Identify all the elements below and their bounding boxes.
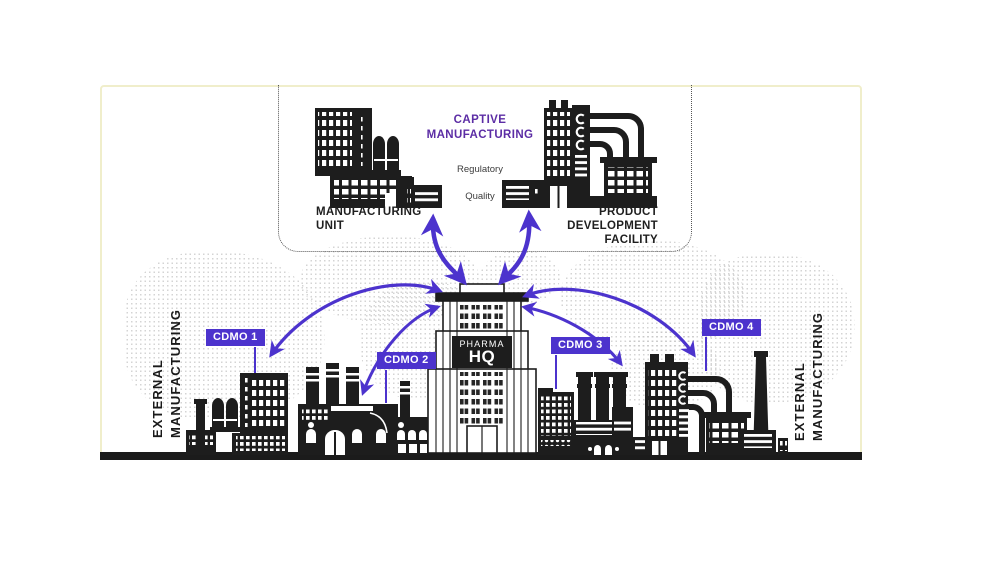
pharma-hq-building [427, 283, 537, 454]
pharma-hq-sign-line1: PHARMA [459, 339, 505, 349]
arrow-cdmo1-hq [269, 278, 443, 358]
cdmo4-building [645, 351, 788, 455]
manufacturing-unit-label: MANUFACTURING UNIT [316, 206, 422, 232]
cdmo1-building [186, 373, 288, 455]
captive-manufacturing-title: CAPTIVE MANUFACTURING [426, 114, 534, 141]
captive-area-outline [278, 85, 692, 252]
cdmo3-building [538, 372, 646, 455]
pharma-hq-sign-line2: HQ [468, 347, 496, 366]
pharma-hq-sign: PHARMA HQ [452, 336, 512, 368]
arrow-cdmo2-hq [360, 303, 441, 396]
external-manufacturing-right-label: EXTERNAL MANUFACTURING [792, 311, 825, 441]
cdmo2-label: CDMO 2 [377, 352, 436, 369]
manufacturing-unit-building [315, 108, 442, 208]
product-development-building [502, 100, 657, 208]
arrow-hq-manufacturing-unit [420, 213, 467, 286]
ground-line [100, 452, 862, 460]
cdmo2-building [298, 363, 428, 455]
arrow-cdmo4-hq [522, 283, 696, 358]
captive-note: Regulatory Quality [418, 149, 542, 218]
quality-label: Quality [465, 191, 495, 203]
cdmo3-label: CDMO 3 [551, 337, 610, 354]
product-development-facility-label: PRODUCT DEVELOPMENT FACILITY [567, 206, 658, 246]
cdmo4-label: CDMO 4 [702, 319, 761, 336]
regulatory-label: Regulatory [457, 163, 503, 175]
arrow-cdmo3-hq [521, 301, 623, 367]
external-manufacturing-left-label: EXTERNAL MANUFACTURING [150, 308, 183, 438]
cdmo1-label: CDMO 1 [206, 329, 265, 346]
arrow-hq-product-development [497, 209, 542, 286]
